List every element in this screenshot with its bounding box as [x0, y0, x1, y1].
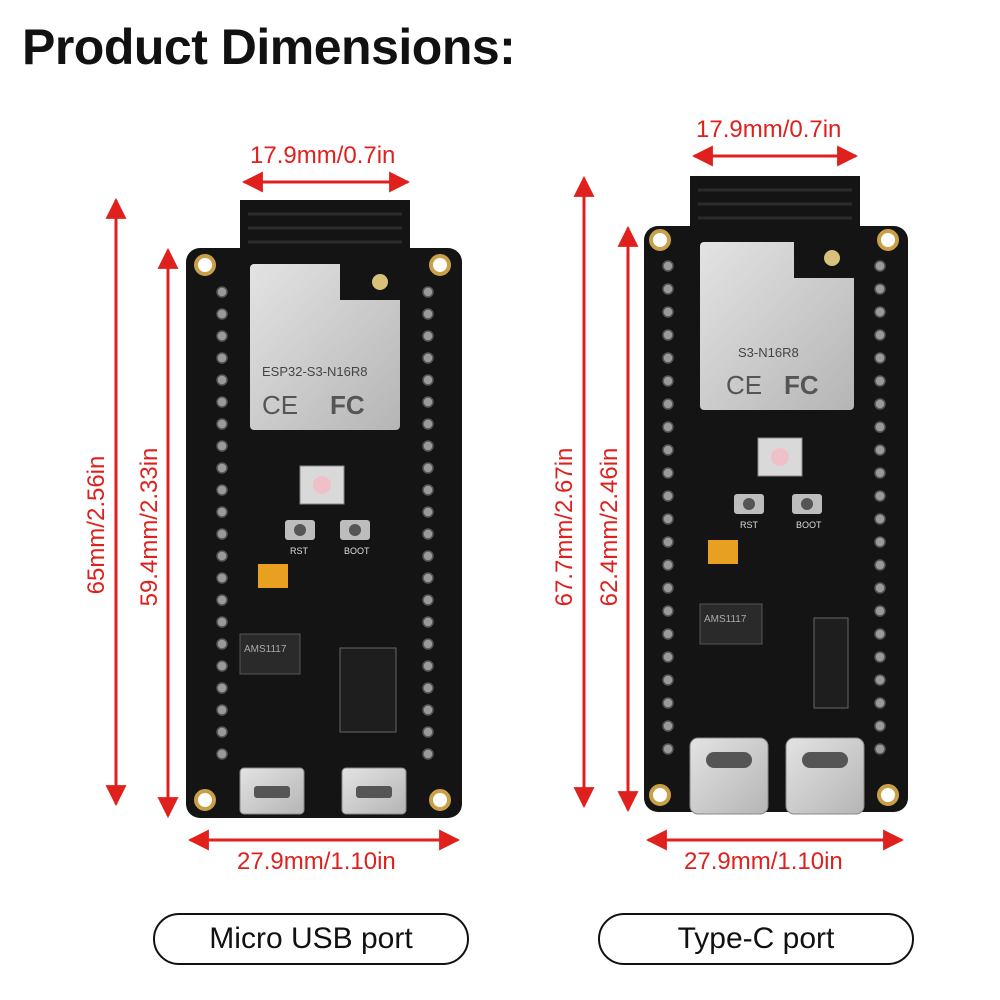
right-board-height-label: 62.4mm/2.46in	[596, 447, 623, 607]
left-ldo-label: AMS1117	[244, 644, 287, 655]
left-total-height-label: 65mm/2.56in	[83, 455, 110, 595]
right-ldo-label: AMS1117	[704, 614, 747, 625]
right-usb-c-port-1	[689, 737, 769, 815]
right-board: S3-N16R8 CE FC RST BOOT AMS1117	[644, 176, 908, 815]
left-board: ESP32-S3-N16R8 CE FC RST BOOT AMS1117	[186, 200, 462, 818]
left-fc-mark: FC	[330, 390, 365, 420]
right-total-height-label: 67.7mm/2.67in	[551, 447, 578, 607]
left-ce-mark: CE	[262, 390, 298, 420]
left-boot-label: BOOT	[344, 546, 370, 556]
left-module-shield	[250, 264, 400, 430]
left-module-label: ESP32-S3-N16R8	[262, 364, 368, 379]
left-board-height-label: 59.4mm/2.33in	[136, 447, 163, 607]
right-ce-mark: CE	[726, 370, 762, 400]
left-top-width-label: 17.9mm/0.7in	[250, 142, 396, 169]
right-bottom-width-label: 27.9mm/1.10in	[684, 848, 843, 875]
right-module-label: S3-N16R8	[738, 345, 799, 360]
right-boot-label: BOOT	[796, 520, 822, 530]
left-rst-label: RST	[290, 546, 309, 556]
right-module-shield	[700, 242, 854, 410]
micro-usb-caption: Micro USB port	[153, 913, 469, 965]
right-usb-c-port-2	[785, 737, 865, 815]
right-top-width-label: 17.9mm/0.7in	[696, 116, 842, 143]
right-rst-label: RST	[740, 520, 759, 530]
left-bottom-width-label: 27.9mm/1.10in	[237, 848, 396, 875]
type-c-caption: Type-C port	[598, 913, 914, 965]
page-title: Product Dimensions:	[22, 19, 516, 75]
right-fc-mark: FC	[784, 370, 819, 400]
